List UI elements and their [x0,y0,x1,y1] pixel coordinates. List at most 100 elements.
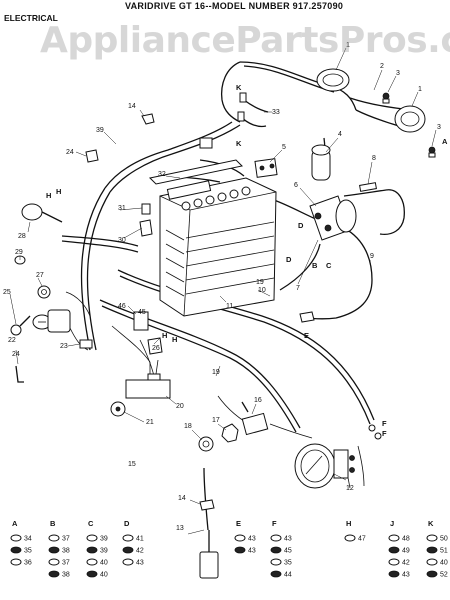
legend-hardware-icon [270,558,282,566]
legend-hardware-icon [86,546,98,554]
terminal-26 [147,337,163,355]
legend-part-number: 39 [100,548,108,555]
connector-33 [237,92,269,128]
fuse-14-bottom [199,499,215,511]
bracket-30 [139,219,153,237]
callout-1: 1 [346,42,350,49]
callout-15: 15 [128,461,136,468]
legend-part-number: 43 [248,548,256,555]
legend-hardware-icon [388,558,400,566]
callout-3: 3 [396,70,400,77]
ammeter [294,443,355,489]
solenoid [254,158,278,178]
callout-2: 2 [380,63,384,70]
clip-24-top [85,149,99,163]
letter-d: D [286,255,292,264]
callout-28: 28 [18,233,26,240]
legend-key-d: D [124,519,130,528]
callout-16: 16 [254,397,262,404]
legend-part-number: 44 [284,572,292,579]
legend-hardware-icon [48,558,60,566]
legend-hardware-icon [426,558,438,566]
ring-27 [37,285,51,299]
callout-14: 14 [128,103,136,110]
callout-10: 10 [258,287,266,294]
callout-27: 27 [36,272,44,279]
ignition-switch [32,309,71,333]
lug-e [299,311,315,323]
letter-c: C [326,261,332,270]
legend-key-j: J [390,519,394,528]
legend-hardware-icon [426,546,438,554]
legend-key-e: E [236,519,241,528]
legend-hardware-icon [426,534,438,542]
legend-part-number: 43 [284,536,292,543]
legend-hardware-icon [426,570,438,578]
terminals-f [368,424,382,440]
callout-25: 25 [3,289,11,296]
legend-key-a: A [12,519,18,528]
ignition-key [10,315,31,336]
legend-hardware-icon [48,570,60,578]
plug-46 [133,311,149,331]
callout-46: 46 [118,303,126,310]
legend-part-number: 45 [284,548,292,555]
switch-washer [198,436,214,452]
callout-19: 19 [256,279,264,286]
callout-3: 3 [437,124,441,131]
callout-21: 21 [146,419,154,426]
legend-hardware-icon [270,570,282,578]
legend-hardware-icon [10,558,22,566]
callout-32: 32 [158,171,166,178]
legend-part-number: 43 [248,536,256,543]
legend-part-number: 42 [136,548,144,555]
callout-19: 19 [212,369,220,376]
legend-hardware-icon [122,546,134,554]
callout-33: 33 [272,109,280,116]
letter-a: A [442,137,448,146]
legend-hardware-icon [10,534,22,542]
letter-k: K [236,139,242,148]
starter-generator [309,195,357,241]
legend-hardware-icon [122,558,134,566]
ignition-coil [311,144,331,181]
tie-strap-24 [15,365,24,383]
callout-24: 24 [66,149,74,156]
leader-lines [9,47,437,535]
callout-12: 12 [346,485,354,492]
letter-k: K [236,83,242,92]
light-switch [125,359,171,399]
letter-h: H [162,331,167,340]
callout-7: 7 [296,285,300,292]
callout-labels: 1 1 2 3 3 4 5 6 7 8 9 10 11 12 13 14 14 … [3,42,441,532]
connection-letters: A K K H H H H D D C B E F F [46,83,448,438]
fuse-holder [359,182,377,192]
letter-b: B [312,261,318,270]
legend-part-number: 35 [284,560,292,567]
callout-4: 4 [338,131,342,138]
legend-part-number: 41 [136,536,144,543]
switch-knob [110,401,126,417]
headlight-left [316,68,350,92]
legend-hardware-icon [388,570,400,578]
callout-9: 9 [370,253,374,260]
callout-31: 31 [118,205,126,212]
legend-part-number: 34 [24,536,32,543]
callout-17: 17 [212,417,220,424]
headlight-plug [21,203,63,223]
diagram-title: VARIDRIVE GT 16--MODEL NUMBER 917.257090 [125,1,344,11]
callout-8: 8 [372,155,376,162]
callout-13: 13 [176,525,184,532]
clip-14-top [141,113,155,125]
battery [159,177,277,317]
legend-part-number: 37 [62,536,70,543]
legend-hardware-icon [86,558,98,566]
connector-13 [199,530,219,579]
legend-part-number: 37 [62,560,70,567]
legend-hardware-icon [344,534,356,542]
battery-holddown [148,159,244,185]
bracket-31 [141,203,151,215]
legend-hardware-icon [10,546,22,554]
